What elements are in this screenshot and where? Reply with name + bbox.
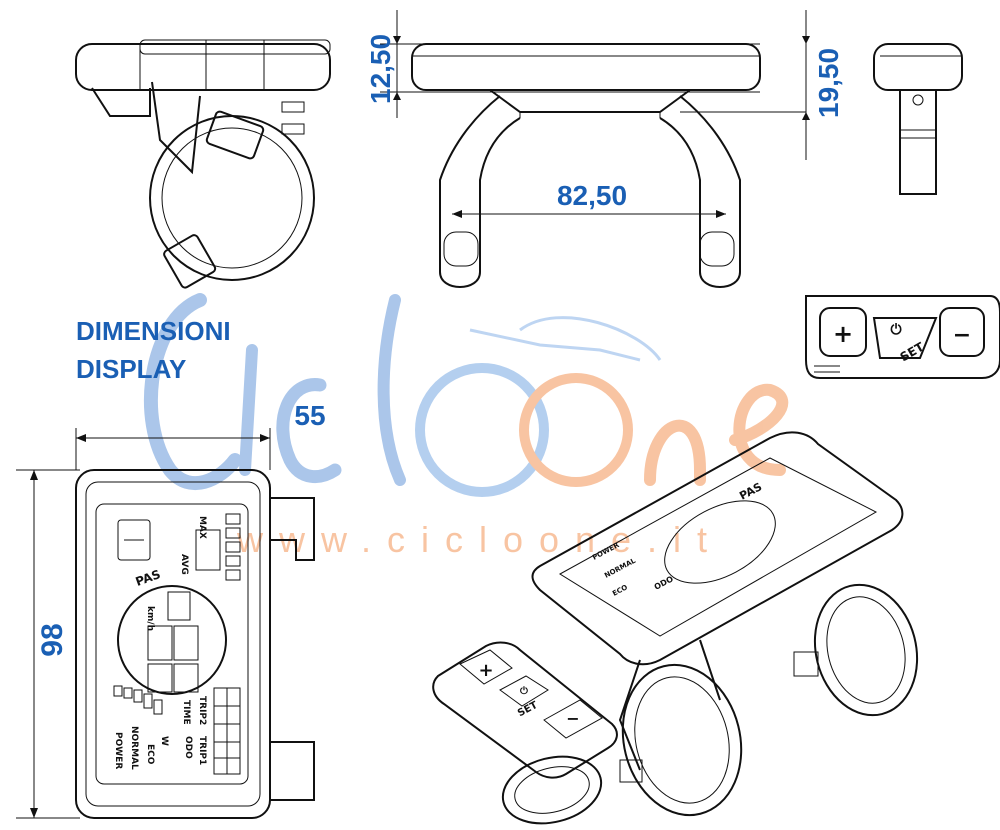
front-view-with-clamp: 12,50 19,50 82,50 bbox=[365, 10, 844, 288]
display-kmh-label: km/h bbox=[145, 606, 155, 631]
iso-remote-power: ⏻ bbox=[520, 685, 528, 697]
remote-isometric-view: + ⏻ SET − bbox=[432, 641, 618, 825]
dimension-height-front: 12,50 bbox=[365, 34, 396, 104]
remote-control-top-view: + ⏻ SET − bbox=[805, 295, 1000, 379]
display-avg-label: AVG bbox=[179, 554, 189, 575]
iso-remote-plus: + bbox=[478, 660, 493, 681]
display-power-label: POWER bbox=[113, 732, 123, 769]
display-isometric-view: PAS ODO POWER NORMAL ECO bbox=[531, 431, 919, 817]
display-odo-label: ODO bbox=[183, 736, 193, 759]
remote-plus-label: + bbox=[833, 320, 853, 348]
power-level-bars bbox=[113, 685, 163, 715]
watermark-logo-art bbox=[144, 293, 789, 497]
display-pas-label: PAS bbox=[134, 567, 163, 589]
iso-odo-label: ODO bbox=[653, 574, 675, 592]
display-trip1-label: TRIP1 bbox=[197, 736, 207, 765]
display-max-label: MAX bbox=[197, 516, 207, 539]
watermark-url: www.cicloone.it bbox=[236, 519, 723, 560]
narrow-side-view bbox=[873, 43, 963, 195]
title-line-1: DIMENSIONI bbox=[76, 316, 231, 346]
display-time-label: TIME bbox=[181, 700, 191, 725]
title-line-2: DISPLAY bbox=[76, 354, 186, 384]
dimension-display-width: 55 bbox=[294, 400, 325, 431]
dimension-clamp-width: 82,50 bbox=[557, 180, 627, 211]
display-trip2-label: TRIP2 bbox=[197, 696, 207, 725]
display-w-label: W bbox=[159, 736, 169, 746]
battery-bars bbox=[225, 513, 241, 581]
display-front-view: 55 98 PAS AVG MAX km/h bbox=[16, 400, 326, 819]
iso-eco-label: ECO bbox=[611, 583, 629, 598]
iso-remote-set: SET bbox=[516, 700, 540, 720]
watermark: www.cicloone.it bbox=[144, 293, 789, 560]
dimension-height-total: 19,50 bbox=[813, 48, 844, 118]
remote-power-symbol: ⏻ bbox=[890, 322, 901, 338]
display-normal-label: NORMAL bbox=[129, 726, 139, 770]
dimension-display-height: 98 bbox=[36, 623, 69, 656]
remote-minus-label: − bbox=[953, 323, 971, 348]
iso-remote-minus: − bbox=[566, 709, 579, 728]
display-eco-label: ECO bbox=[145, 744, 155, 765]
side-view-with-clamp bbox=[75, 39, 331, 289]
iso-pas-label: PAS bbox=[737, 480, 764, 503]
remote-set-label: SET bbox=[898, 339, 927, 364]
title-block: DIMENSIONI DISPLAY bbox=[76, 316, 231, 384]
